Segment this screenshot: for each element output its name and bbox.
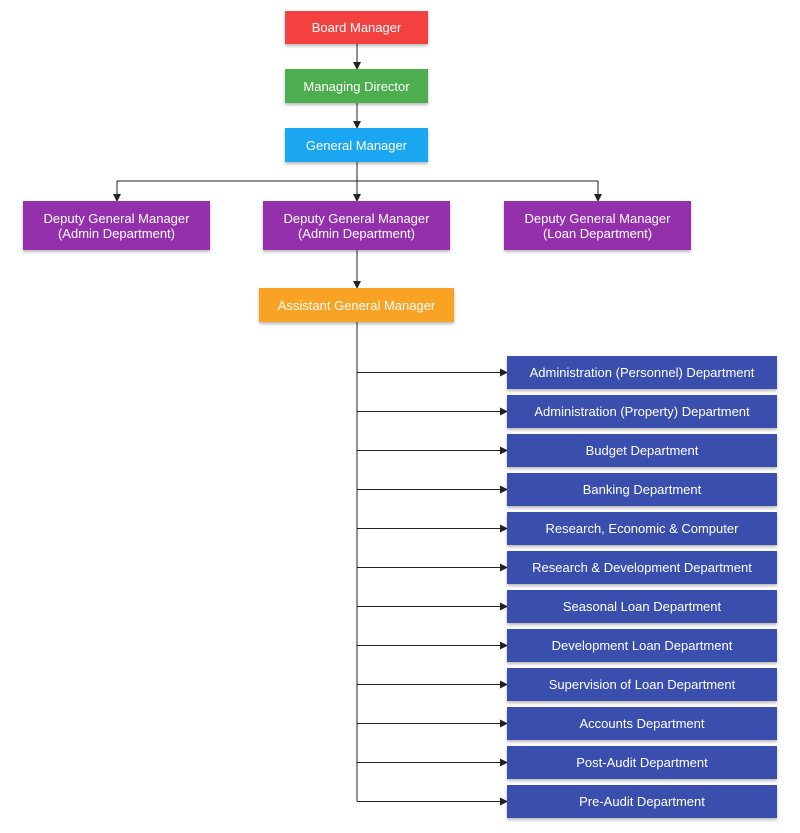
department-label: Administration (Personnel) Department xyxy=(529,365,755,380)
board-manager-label: Board Manager xyxy=(311,20,402,35)
deputy-department: (Admin Department) xyxy=(297,225,416,241)
department-label: Pre-Audit Department xyxy=(579,794,705,809)
general-manager-box[interactable]: General Manager xyxy=(285,128,428,162)
managing-director-label: Managing Director xyxy=(303,78,410,94)
assistant-general-manager-box[interactable]: Assistant General Manager xyxy=(259,288,454,322)
deputy-general-manager-box[interactable]: Deputy General Manager (Admin Department… xyxy=(23,201,210,250)
department-box[interactable]: Administration (Property) Department xyxy=(507,395,777,428)
department-label: Budget Department xyxy=(585,443,699,458)
general-manager-label: General Manager xyxy=(305,137,408,153)
department-box[interactable]: Accounts Department xyxy=(507,707,777,740)
department-label: Seasonal Loan Department xyxy=(562,599,722,614)
deputy-department: (Admin Department) xyxy=(57,225,176,241)
department-label: Supervision of Loan Department xyxy=(548,677,736,692)
department-box[interactable]: Administration (Personnel) Department xyxy=(507,356,777,389)
department-label: Banking Department xyxy=(582,482,702,497)
department-box[interactable]: Pre-Audit Department xyxy=(507,785,777,818)
department-box[interactable]: Post-Audit Department xyxy=(507,746,777,779)
department-box[interactable]: Development Loan Department xyxy=(507,629,777,662)
department-box[interactable]: Research, Economic & Computer xyxy=(507,512,777,545)
department-box[interactable]: Supervision of Loan Department xyxy=(507,668,777,701)
deputy-department: (Loan Department) xyxy=(542,225,653,241)
department-label: Research & Development Department xyxy=(532,560,752,575)
deputy-title: Deputy General Manager xyxy=(283,210,430,226)
department-box[interactable]: Banking Department xyxy=(507,473,777,506)
department-label: Administration (Property) Department xyxy=(534,404,750,419)
managing-director-box[interactable]: Managing Director xyxy=(285,69,428,103)
department-label: Post-Audit Department xyxy=(576,755,708,770)
assistant-general-manager-label: Assistant General Manager xyxy=(277,297,436,313)
department-box[interactable]: Seasonal Loan Department xyxy=(507,590,777,623)
department-box[interactable]: Research & Development Department xyxy=(507,551,777,584)
deputy-general-manager-box[interactable]: Deputy General Manager (Admin Department… xyxy=(263,201,450,250)
department-label: Research, Economic & Computer xyxy=(545,521,739,536)
deputy-title: Deputy General Manager xyxy=(43,210,190,226)
deputy-general-manager-box[interactable]: Deputy General Manager (Loan Department) xyxy=(504,201,691,250)
board-manager-box[interactable]: Board Manager xyxy=(285,11,428,44)
department-label: Development Loan Department xyxy=(551,638,733,653)
department-label: Accounts Department xyxy=(579,716,705,731)
department-box[interactable]: Budget Department xyxy=(507,434,777,467)
deputy-title: Deputy General Manager xyxy=(524,210,671,226)
